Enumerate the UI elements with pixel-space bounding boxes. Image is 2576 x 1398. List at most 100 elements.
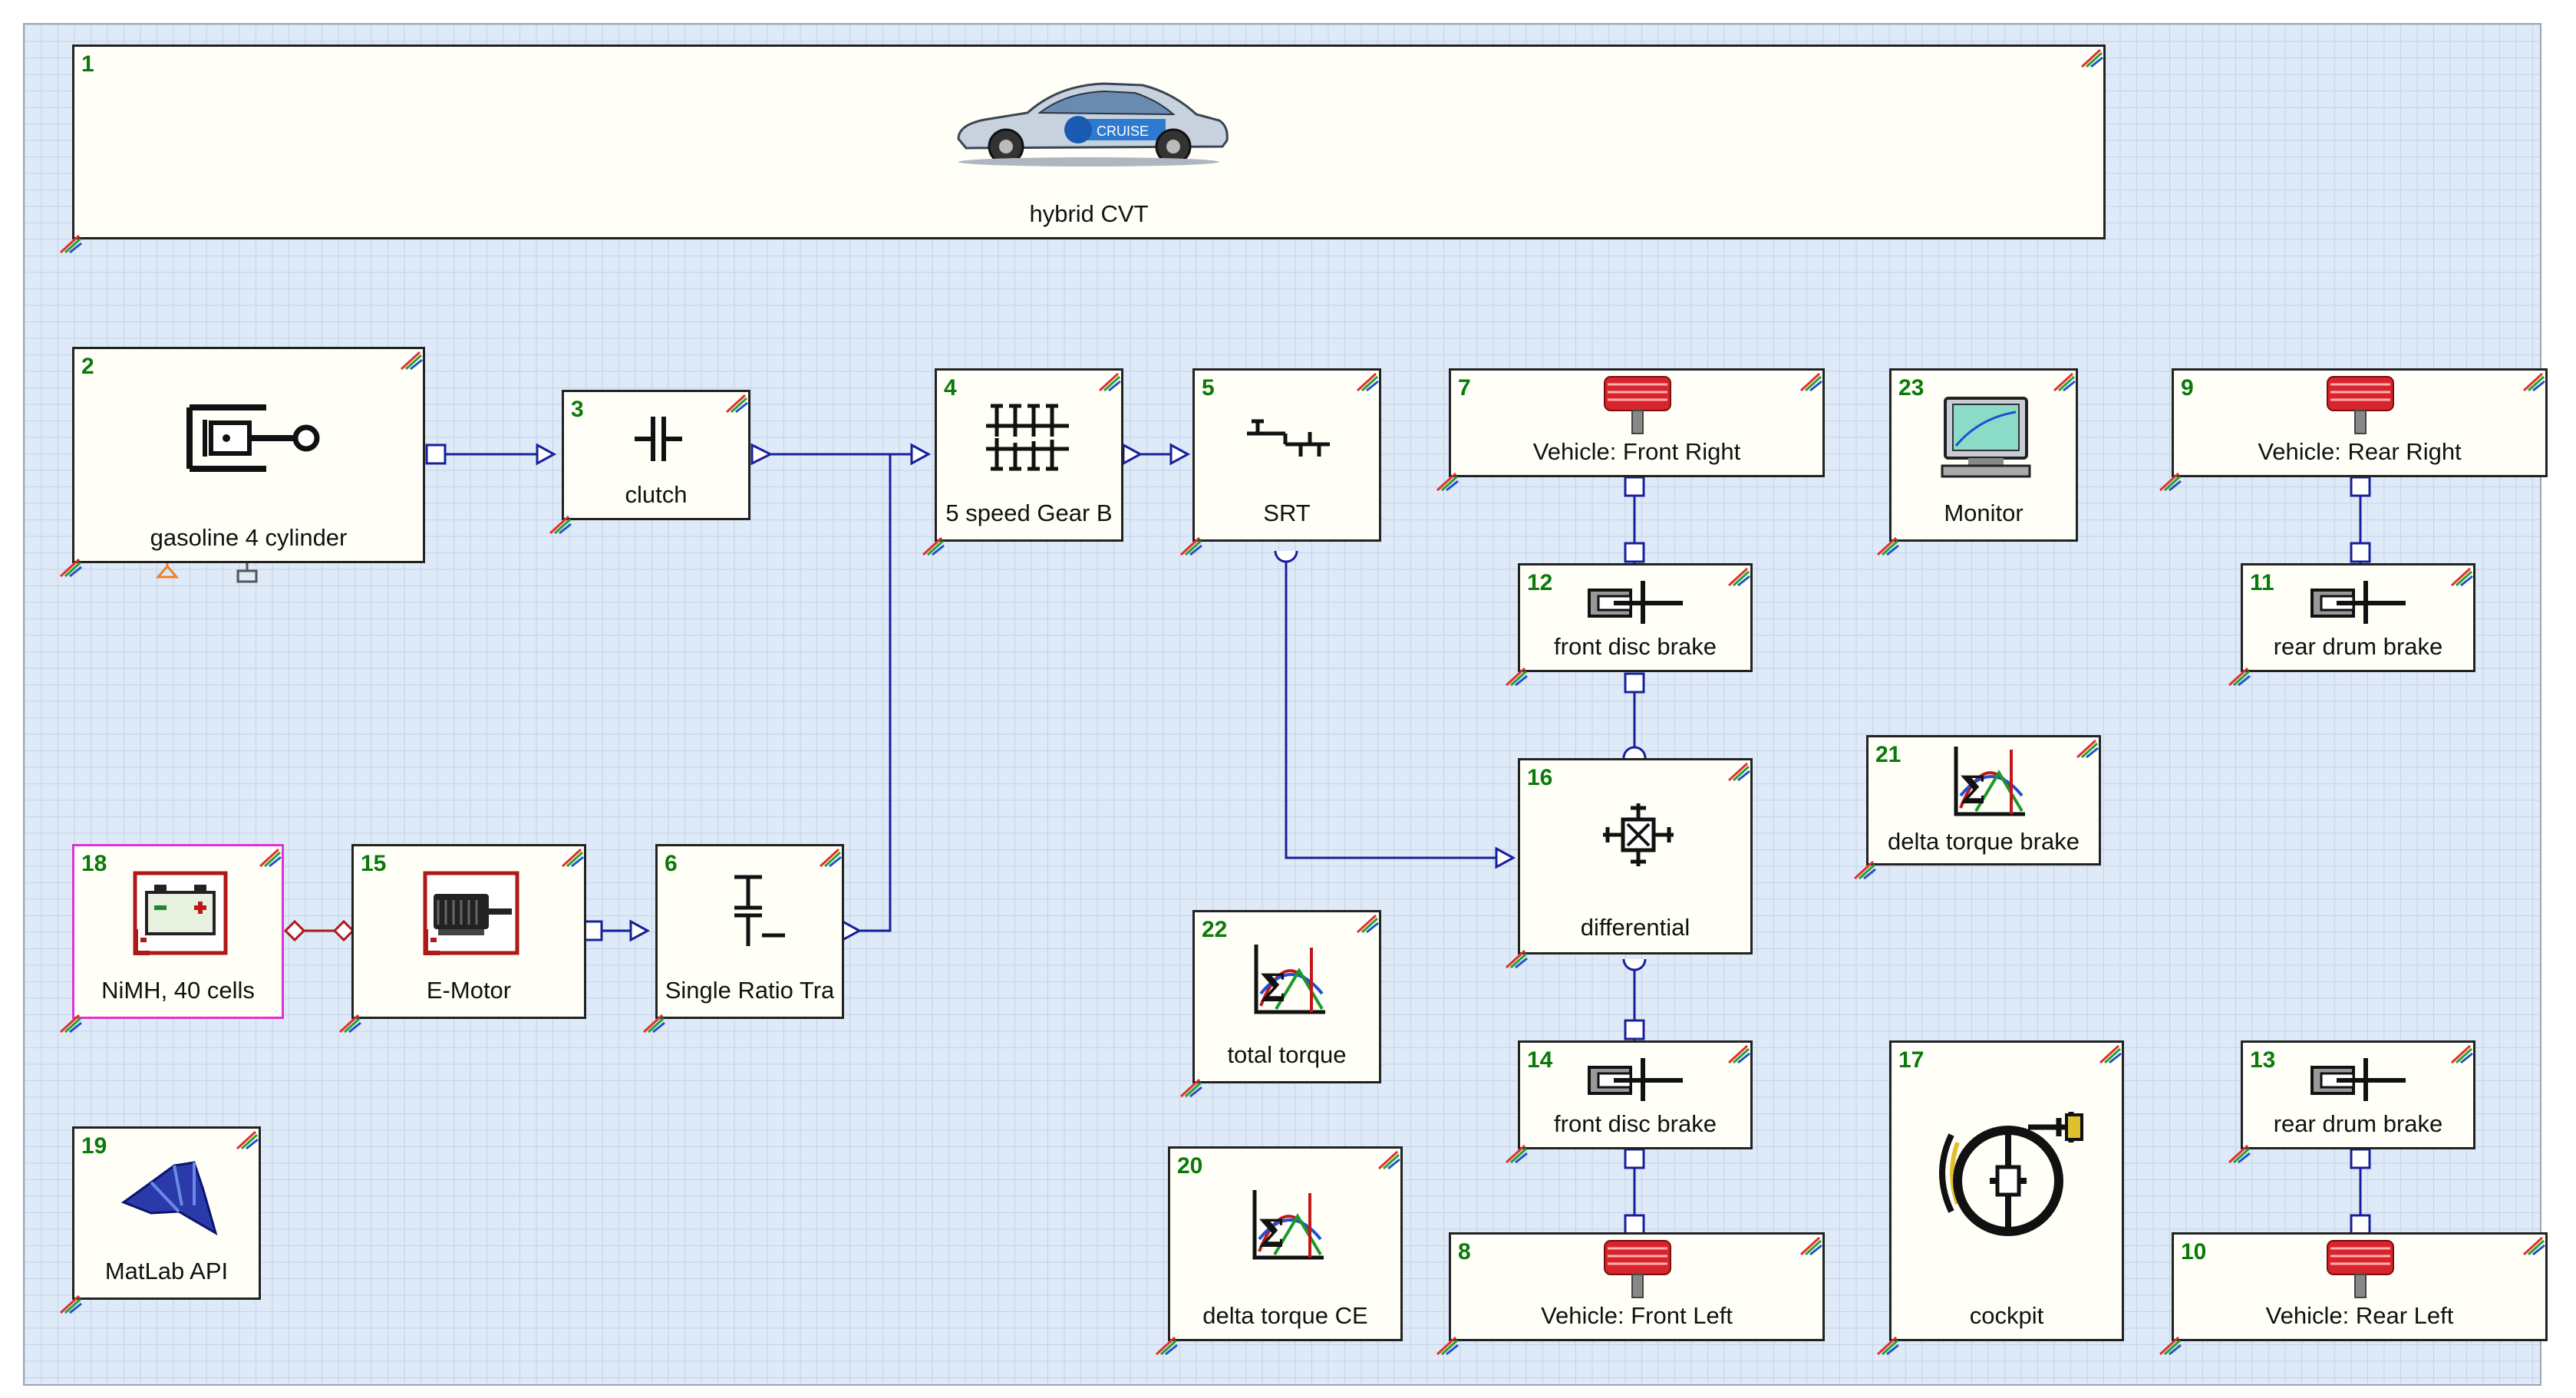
block-front-disc-brake-top[interactable]: 12 front disc brake — [1505, 563, 1753, 687]
block-label: MatLab API — [104, 1258, 229, 1284]
corner-marker-icon — [819, 848, 842, 868]
block-label: delta torque CE — [1202, 1302, 1368, 1329]
corner-marker-icon — [642, 1014, 665, 1034]
corner-marker-icon — [1505, 667, 1528, 687]
corner-marker-icon — [2076, 739, 2099, 759]
block-front-disc-brake-bottom[interactable]: 14 front disc brake — [1505, 1040, 1753, 1164]
block-number: 3 — [571, 397, 584, 422]
block-label: gasoline 4 cylinder — [150, 524, 348, 551]
corner-marker-icon — [549, 515, 572, 535]
block-number: 9 — [2181, 375, 2194, 401]
corner-marker-icon — [59, 1294, 82, 1314]
corner-marker-icon — [2522, 372, 2545, 392]
block-label: Vehicle: Rear Right — [2258, 438, 2462, 465]
block-gasoline-engine[interactable]: 2 gasoline 4 cylinder — [59, 347, 425, 578]
svg-text:Σ: Σ — [1259, 965, 1286, 1011]
block-srt[interactable]: 5 SRT — [1179, 368, 1381, 556]
corner-marker-icon — [1505, 1144, 1528, 1164]
block-gearbox[interactable]: 4 5 speed Gear B — [922, 368, 1123, 556]
corner-marker-icon — [1876, 1336, 1899, 1356]
brake-icon — [2310, 1058, 2406, 1101]
corner-marker-icon — [400, 351, 423, 371]
block-number: 16 — [1527, 765, 1553, 790]
block-number: 23 — [1898, 375, 1925, 401]
svg-text:CRUISE: CRUISE — [1097, 124, 1149, 139]
differential-icon — [1603, 803, 1674, 866]
block-number: 14 — [1527, 1047, 1553, 1073]
corner-marker-icon — [1179, 1078, 1202, 1098]
corner-marker-icon — [2450, 1044, 2473, 1064]
corner-marker-icon — [2080, 48, 2103, 68]
block-delta-torque-ce[interactable]: 20 Σ delta torque CE — [1155, 1146, 1403, 1356]
corner-marker-icon — [59, 234, 82, 254]
block-number: 21 — [1875, 742, 1901, 767]
corner-marker-icon — [1799, 1236, 1822, 1256]
block-battery[interactable]: 18 NiMH, 40 cells — [59, 844, 284, 1034]
clutch-icon — [635, 417, 682, 461]
block-rear-drum-brake-bottom[interactable]: 13 rear drum brake — [2228, 1040, 2475, 1164]
block-label: differential — [1580, 914, 1690, 941]
monitor-icon — [1941, 397, 2031, 478]
block-label: rear drum brake — [2273, 1110, 2443, 1137]
block-number: 19 — [81, 1133, 107, 1159]
block-e-motor[interactable]: 15 E-Motor — [338, 844, 586, 1034]
block-label: rear drum brake — [2273, 633, 2443, 660]
corner-marker-icon — [59, 1014, 82, 1034]
block-hybrid-cvt[interactable]: 1 CRUISE hybrid CVT — [59, 45, 2106, 254]
block-number: 7 — [1458, 375, 1471, 401]
block-number: 15 — [361, 851, 387, 876]
gearbox-icon — [986, 404, 1069, 471]
block-total-torque[interactable]: 22 Σ total torque — [1179, 910, 1381, 1098]
block-number: 10 — [2181, 1239, 2207, 1264]
block-cockpit[interactable]: 17 cockpit — [1876, 1040, 2124, 1356]
corner-marker-icon — [2450, 567, 2473, 587]
block-label: SRT — [1263, 500, 1311, 526]
corner-marker-icon — [1436, 472, 1459, 492]
wheel-icon — [2327, 376, 2394, 434]
block-number: 12 — [1527, 570, 1553, 595]
car-icon: CRUISE — [957, 82, 1229, 167]
block-label: Single Ratio Tra — [665, 977, 835, 1004]
corner-marker-icon — [1356, 372, 1379, 392]
block-differential[interactable]: 16 differential — [1505, 758, 1753, 969]
corner-marker-icon — [2159, 1336, 2182, 1356]
block-vehicle-front-right[interactable]: 7 Vehicle: Front Right — [1436, 368, 1825, 492]
block-label: cockpit — [1969, 1302, 2044, 1329]
block-single-ratio[interactable]: 6 Single Ratio Tra — [642, 844, 844, 1034]
block-vehicle-rear-left[interactable]: 10 Vehicle: Rear Left — [2159, 1232, 2548, 1356]
block-label: NiMH, 40 cells — [101, 977, 255, 1004]
block-matlab-api[interactable]: 19 MatLab API — [59, 1126, 261, 1314]
corner-marker-icon — [59, 558, 82, 578]
svg-text:Σ: Σ — [1258, 1211, 1285, 1256]
block-number: 2 — [81, 354, 94, 379]
corner-marker-icon — [1179, 536, 1202, 556]
corner-marker-icon — [2159, 472, 2182, 492]
block-monitor[interactable]: 23 Monitor — [1876, 368, 2078, 556]
wire-srt-differential — [1285, 554, 1509, 859]
block-label: Vehicle: Front Right — [1532, 438, 1741, 465]
block-rear-drum-brake-top[interactable]: 11 rear drum brake — [2228, 563, 2475, 687]
block-label: Vehicle: Front Left — [1541, 1302, 1733, 1329]
corner-marker-icon — [922, 536, 945, 556]
battery-icon — [133, 871, 228, 955]
engine-icon — [186, 404, 320, 472]
model-canvas[interactable] — [23, 23, 2541, 1386]
block-clutch[interactable]: 3 clutch — [549, 390, 750, 535]
corner-marker-icon — [1727, 1044, 1750, 1064]
corner-marker-icon — [725, 394, 748, 414]
block-vehicle-front-left[interactable]: 8 Vehicle: Front Left — [1436, 1232, 1825, 1356]
block-number: 20 — [1177, 1153, 1203, 1179]
corner-marker-icon — [1098, 372, 1121, 392]
corner-marker-icon — [1356, 914, 1379, 934]
corner-marker-icon — [2053, 372, 2076, 392]
block-label: Monitor — [1944, 500, 2024, 526]
motor-icon — [423, 871, 519, 955]
block-label: hybrid CVT — [1029, 200, 1149, 227]
block-label: delta torque brake — [1888, 828, 2080, 855]
block-number: 4 — [944, 375, 957, 401]
brake-icon — [2310, 581, 2406, 624]
block-delta-torque-brake[interactable]: 21 Σ delta torque brake — [1853, 735, 2101, 880]
block-number: 1 — [81, 51, 94, 77]
block-vehicle-rear-right[interactable]: 9 Vehicle: Rear Right — [2159, 368, 2548, 492]
corner-marker-icon — [1436, 1336, 1459, 1356]
